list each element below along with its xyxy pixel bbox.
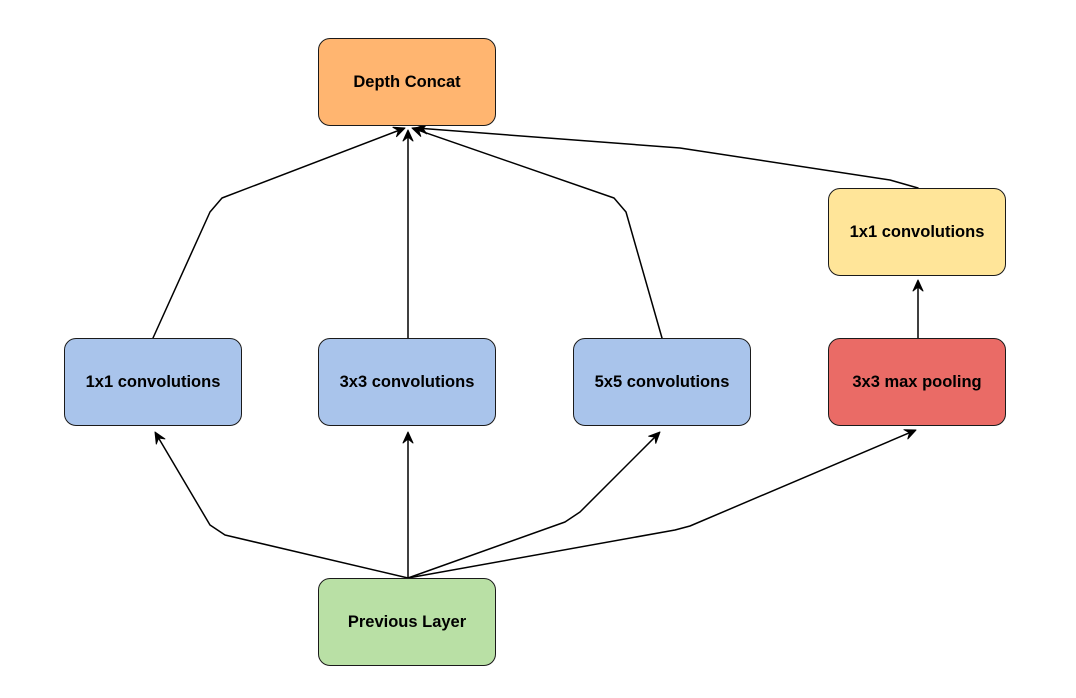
- arrowhead-previous-layer-to-conv1x1: [154, 431, 166, 445]
- conv5x5-label: 5x5 convolutions: [594, 372, 730, 391]
- conv1x1-top-label: 1x1 convolutions: [849, 222, 985, 241]
- maxpool3x3-node[interactable]: 3x3 max pooling: [828, 338, 1006, 426]
- conv1x1-label: 1x1 convolutions: [85, 372, 221, 391]
- arrowhead-previous-layer-to-maxpool3x3: [903, 429, 917, 440]
- depth-concat-label: Depth Concat: [353, 72, 461, 91]
- arrowhead-previous-layer-to-conv5x5: [648, 431, 661, 444]
- edge-previous-layer-to-conv1x1: [157, 437, 409, 579]
- maxpool3x3-label: 3x3 max pooling: [852, 372, 982, 391]
- conv3x3-node[interactable]: 3x3 convolutions: [318, 338, 496, 426]
- previous-layer-label: Previous Layer: [347, 612, 467, 631]
- conv1x1-top-node[interactable]: 1x1 convolutions: [828, 188, 1006, 276]
- edge-conv1x1-top-to-depth-concat: [422, 127, 919, 189]
- previous-layer-node[interactable]: Previous Layer: [318, 578, 496, 666]
- conv3x3-label: 3x3 convolutions: [339, 372, 475, 391]
- arrowhead-conv3x3-to-depth-concat: [402, 129, 414, 142]
- arrowhead-conv1x1-to-depth-concat: [392, 126, 406, 138]
- edge-conv5x5-to-depth-concat: [417, 129, 663, 339]
- edges-layer: [152, 123, 924, 579]
- arrowhead-maxpool3x3-to-conv1x1-top: [912, 279, 924, 292]
- arrowhead-previous-layer-to-conv3x3: [402, 431, 414, 444]
- edge-previous-layer-to-conv5x5: [407, 436, 656, 579]
- depth-concat-node[interactable]: Depth Concat: [318, 38, 496, 126]
- edge-conv1x1-to-depth-concat: [152, 129, 400, 339]
- conv5x5-node[interactable]: 5x5 convolutions: [573, 338, 751, 426]
- conv1x1-node[interactable]: 1x1 convolutions: [64, 338, 242, 426]
- edge-previous-layer-to-maxpool3x3: [407, 431, 911, 579]
